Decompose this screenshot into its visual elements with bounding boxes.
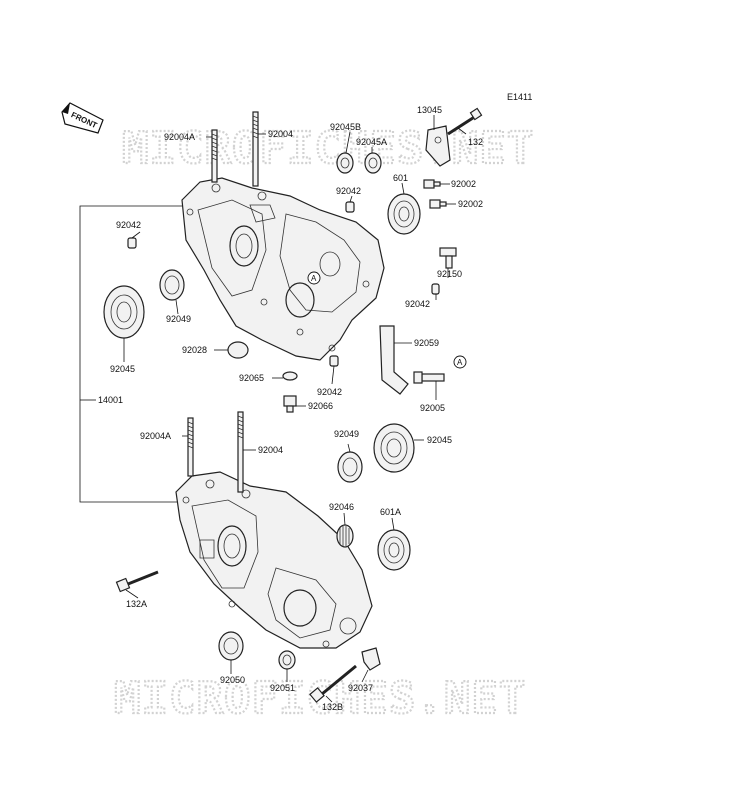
label-92045-top: 92045 <box>110 364 135 374</box>
needle-bearing-92046 <box>336 524 354 548</box>
seal-92050 <box>218 631 244 661</box>
label-92042-c: 92042 <box>405 299 430 309</box>
bolt-92002-b <box>429 199 447 209</box>
collar-92028 <box>227 341 249 359</box>
diagram-code: E1411 <box>507 92 532 102</box>
stud-92004-bottom <box>237 411 244 493</box>
dowel-92042-b <box>345 201 355 213</box>
label-14001: 14001 <box>98 395 123 405</box>
label-92066: 92066 <box>308 401 333 411</box>
label-92042-d: 92042 <box>317 387 342 397</box>
label-92004-bottom: 92004 <box>258 445 283 455</box>
marker-a-right-label: A <box>457 358 463 367</box>
label-92051: 92051 <box>270 683 295 693</box>
bolt-132B <box>309 664 357 703</box>
seal-92045A <box>364 152 382 174</box>
clamp-92037 <box>361 647 381 671</box>
label-92005: 92005 <box>420 403 445 413</box>
label-132A: 132A <box>126 599 147 609</box>
watermark-top: MICROFICHES.NET <box>122 123 534 174</box>
stud-92004A-bottom <box>187 417 194 477</box>
seal-92049-bottom <box>337 451 363 483</box>
label-132: 132 <box>468 137 483 147</box>
dowel-92042-d <box>329 355 339 367</box>
seal-92051 <box>278 650 296 670</box>
label-92059: 92059 <box>414 338 439 348</box>
upper-crankcase-half <box>181 177 385 361</box>
fitting-92150 <box>439 247 457 269</box>
bearing-92045-top <box>103 285 145 339</box>
label-601: 601 <box>393 173 408 183</box>
label-92150: 92150 <box>437 269 462 279</box>
label-601A: 601A <box>380 507 401 517</box>
bracket-13045 <box>425 125 451 167</box>
label-92045-bottom: 92045 <box>427 435 452 445</box>
label-13045: 13045 <box>417 105 442 115</box>
washer-92065 <box>282 371 298 381</box>
label-92004-top: 92004 <box>268 129 293 139</box>
label-92065: 92065 <box>239 373 264 383</box>
bolt-132A <box>115 570 159 593</box>
marker-a-right: A <box>453 355 467 369</box>
label-132B: 132B <box>322 702 343 712</box>
label-92042-a: 92042 <box>336 186 361 196</box>
label-92050: 92050 <box>220 675 245 685</box>
label-92004A-bottom: 92004A <box>140 431 171 441</box>
front-arrow-icon: FRONT <box>61 102 104 134</box>
label-92049-bottom: 92049 <box>334 429 359 439</box>
bearing-601A <box>377 529 411 571</box>
bolt-132 <box>447 107 483 136</box>
leader-lines <box>123 115 467 703</box>
marker-a-upper: A <box>307 271 321 285</box>
stud-92004A-top <box>211 129 218 183</box>
seal-92045B <box>336 152 354 174</box>
label-92045B: 92045B <box>330 122 361 132</box>
label-92042-b: 92042 <box>116 220 141 230</box>
bearing-601 <box>387 193 421 235</box>
label-92002-b: 92002 <box>458 199 483 209</box>
seal-92049-top <box>159 269 185 301</box>
label-92037: 92037 <box>348 683 373 693</box>
lower-crankcase-half <box>175 471 373 649</box>
stud-92004-top <box>252 111 259 187</box>
dowel-92042-a <box>127 237 137 249</box>
label-92046: 92046 <box>329 502 354 512</box>
marker-a-upper-label: A <box>311 274 317 283</box>
bolt-92002-a <box>423 179 441 189</box>
label-92045A: 92045A <box>356 137 387 147</box>
dowel-92042-c <box>431 283 440 295</box>
label-92002-a: 92002 <box>451 179 476 189</box>
hose-92059 <box>379 325 409 395</box>
drain-plug-92066 <box>283 395 297 413</box>
fitting-92005 <box>413 371 445 384</box>
assembly-bracket <box>79 205 190 503</box>
label-92028: 92028 <box>182 345 207 355</box>
label-92049-top: 92049 <box>166 314 191 324</box>
bearing-92045-bottom <box>373 423 415 473</box>
label-92004A-top: 92004A <box>164 132 195 142</box>
